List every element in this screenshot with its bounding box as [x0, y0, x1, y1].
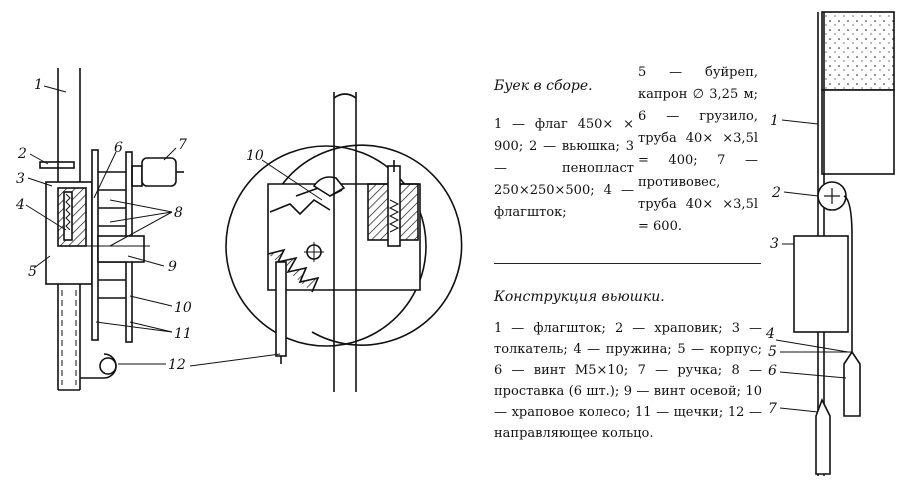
- callout-label: 2: [17, 146, 27, 162]
- callout-label: 10: [246, 148, 264, 164]
- callout-label: 6: [114, 140, 123, 156]
- callout-label: 1: [34, 77, 43, 93]
- legend-item: 4 — пружина;: [573, 342, 672, 357]
- callout-label: 5: [28, 264, 37, 280]
- callout-label: 10: [174, 300, 192, 316]
- buoy-caption-left-column: 1 — флаг 450× × 900; 2 — вьюшка; 3 — пен…: [494, 117, 634, 220]
- callout-label: 3: [16, 171, 25, 187]
- legend-item: 6 — винт М5×10;: [494, 363, 629, 378]
- legend-item: 9 — винт осевой;: [623, 384, 742, 399]
- callout-label: 2: [771, 185, 781, 201]
- buoy-caption-right-column: 5 — буйреп, капрон ∅ 3,25 м; 6 — грузило…: [638, 65, 758, 234]
- right-leader-lines: [775, 119, 852, 413]
- legend-item: 8 — проставка (6 шт.);: [494, 363, 762, 399]
- legend-item: 7 — ручка;: [637, 363, 723, 378]
- legend-item: 1 — флагшток;: [494, 321, 606, 336]
- middle-leader-lines: [189, 159, 323, 367]
- callout-label: 6: [768, 363, 777, 379]
- legend-item: 2 — храповик;: [614, 321, 723, 336]
- legend-item: 11 — щечки;: [634, 405, 724, 420]
- legend-item: 10 — храповое колесо;: [494, 384, 762, 420]
- ratchet-wheel-view: [225, 92, 463, 392]
- callout-label: 8: [174, 205, 183, 221]
- callout-label: 12: [168, 357, 186, 373]
- callout-label: 4: [765, 326, 775, 342]
- middle-callouts: 10: [246, 148, 264, 164]
- buoy-assembly-view: [793, 11, 895, 476]
- reel-caption-title: Конструкция вьюшки.: [494, 289, 665, 305]
- callout-label: 7: [768, 401, 777, 417]
- callout-label: 11: [174, 326, 192, 342]
- caption-divider: [494, 263, 761, 264]
- callout-label: 1: [770, 113, 779, 129]
- callout-label: 4: [15, 197, 25, 213]
- reel-side-view: [39, 68, 184, 391]
- callout-label: 5: [768, 344, 777, 360]
- buoy-caption-title: Буек в сборе.: [494, 78, 593, 94]
- callout-label: 7: [178, 137, 187, 153]
- left-callouts: 1 2 3 4 5 6 7 8 9 10 11 12: [15, 77, 192, 373]
- callout-label: 3: [770, 236, 779, 252]
- legend-item: 5 — корпус;: [677, 342, 762, 357]
- legend-item: 3 — толкатель;: [494, 321, 763, 357]
- callout-label: 9: [168, 259, 177, 275]
- right-callouts: 1 2 3 4 5 6 7: [765, 113, 781, 417]
- reel-legend: 1 — флагшток; 2 — храповик; 3 — толкател…: [494, 318, 762, 444]
- left-leader-lines: [25, 85, 177, 365]
- legend-item: 12 — направляющее кольцо.: [494, 405, 762, 441]
